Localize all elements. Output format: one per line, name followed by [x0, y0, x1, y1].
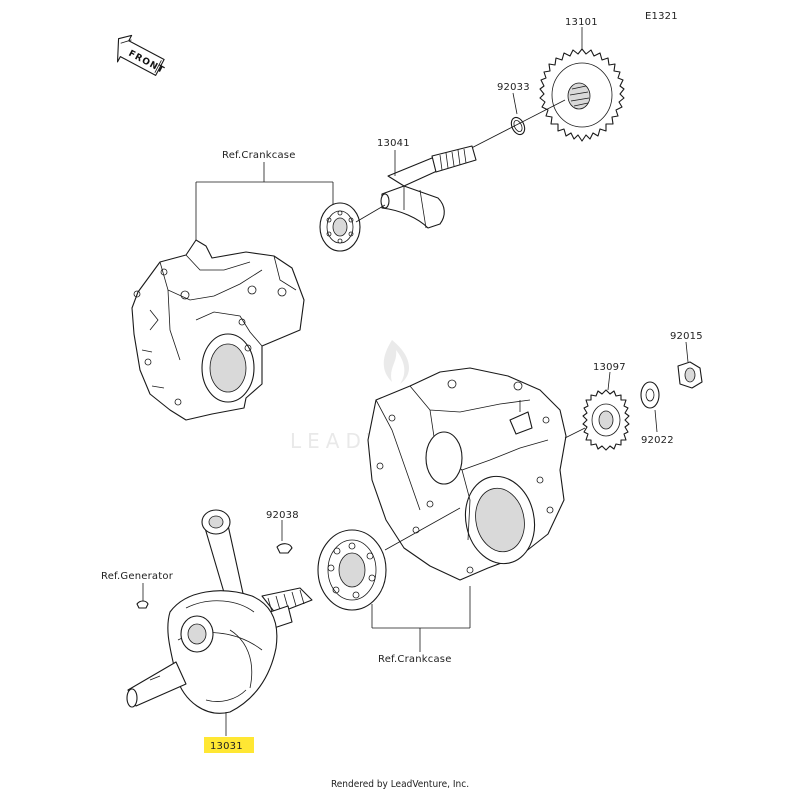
- part-number: 13101: [565, 17, 598, 28]
- ref-crankcase-top: Ref.Crankcase: [195, 150, 334, 240]
- part-number: 13031: [210, 741, 243, 752]
- part-92033-circlip[interactable]: 92033: [497, 82, 530, 137]
- flame-icon: [383, 340, 410, 384]
- ref-label: Ref.Generator: [101, 571, 174, 582]
- part-13101-gear[interactable]: 13101: [539, 17, 625, 142]
- part-highlight: [204, 737, 254, 753]
- part-13041-balancer-shaft[interactable]: 13041: [377, 138, 477, 229]
- part-number: 92022: [641, 435, 674, 446]
- part-number: 92033: [497, 82, 530, 93]
- part-13097-gear[interactable]: 13097: [582, 362, 630, 451]
- crankcase-left-half: [131, 239, 305, 421]
- footer-credit: Rendered by LeadVenture, Inc.: [330, 779, 470, 790]
- diagram-code: E1321: [645, 11, 678, 22]
- part-92038-key[interactable]: 92038: [266, 510, 299, 554]
- part-92022-washer[interactable]: 92022: [640, 381, 674, 446]
- front-arrow: FRONT: [116, 34, 166, 76]
- part-number: 13097: [593, 362, 626, 373]
- part-13031-crankshaft[interactable]: 13031: [126, 509, 313, 753]
- part-92015-nut[interactable]: 92015: [670, 331, 703, 389]
- part-number: 92038: [266, 510, 299, 521]
- bearing-top: [319, 202, 361, 252]
- bearing-bottom: [317, 529, 387, 611]
- ref-generator: Ref.Generator: [101, 571, 174, 609]
- ref-label: Ref.Crankcase: [222, 150, 296, 161]
- part-number: 13041: [377, 138, 410, 149]
- ref-crankcase-bottom: Ref.Crankcase: [371, 586, 471, 665]
- crankcase-right-half: [367, 367, 567, 581]
- part-number: 92015: [670, 331, 703, 342]
- ref-label: Ref.Crankcase: [378, 654, 452, 665]
